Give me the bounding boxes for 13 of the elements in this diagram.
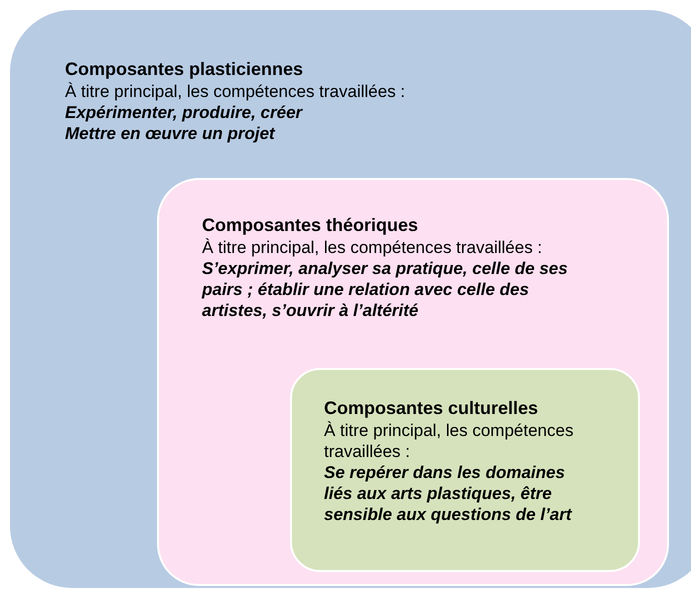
panel-heading: Composantes théoriques: [202, 214, 420, 237]
skill-text: S’exprimer, analyser sa pratique, celle de ses pairs ; établir une relation avec celle des artistes, s’ouvrir à l’altérité: [202, 258, 569, 321]
rounded-panel: [10, 10, 691, 588]
panel-heading: Composantes culturelles: [324, 397, 540, 420]
rounded-panel: [157, 178, 669, 586]
skill-text: Expérimenter, produire, créer: [65, 102, 304, 123]
intro-text: À titre principal, les compétences travaillées :: [202, 237, 544, 258]
intro-text: À titre principal, les compétences travaillées :: [324, 420, 574, 462]
skill-text: Mettre en œuvre un projet: [65, 123, 276, 144]
panel-heading: Composantes plasticiennes: [65, 58, 304, 81]
intro-text: À titre principal, les compétences travaillées :: [65, 81, 406, 102]
skill-text: Se repérer dans les domaines liés aux arts plastiques, être sensible aux questions de l’art: [324, 462, 573, 525]
rounded-panel: [290, 368, 640, 572]
